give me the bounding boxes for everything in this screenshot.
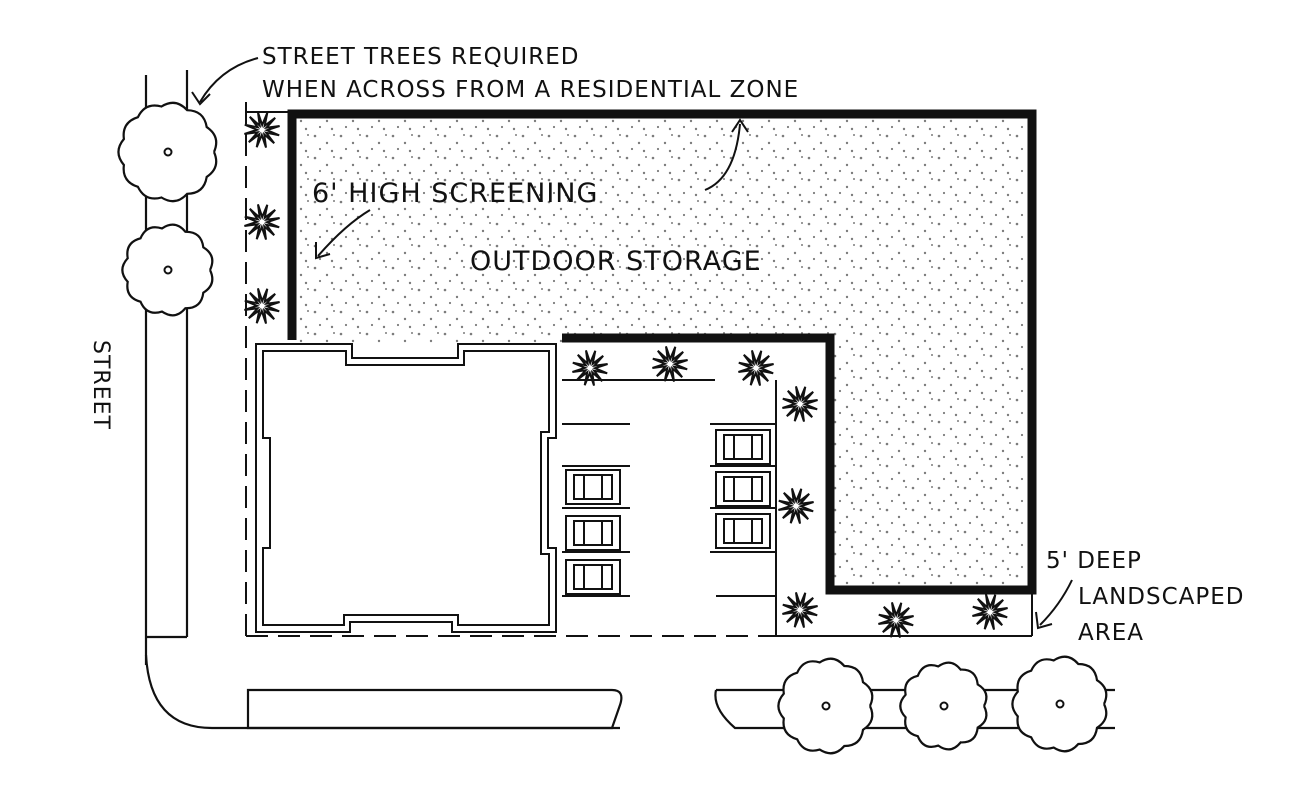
car-icon xyxy=(715,471,771,507)
tree-icon xyxy=(777,657,874,755)
label-landscaped-line3: AREA xyxy=(1078,620,1144,646)
tree-icon xyxy=(899,661,988,751)
tree-icon xyxy=(121,223,214,317)
label-outdoor-storage: OUTDOOR STORAGE xyxy=(470,246,762,277)
shrub-icon xyxy=(782,386,818,422)
label-street: STREET xyxy=(88,340,113,430)
label-street-trees-line1: STREET TREES REQUIRED xyxy=(262,44,580,70)
shrub-icon xyxy=(244,204,280,240)
property-line xyxy=(245,102,776,637)
outdoor-storage-area xyxy=(296,118,1030,590)
leader-arrows xyxy=(191,57,1073,630)
shrub-icon xyxy=(878,602,914,638)
shrub-icon xyxy=(738,350,774,386)
car-icon xyxy=(715,429,771,465)
shrub-icon xyxy=(572,350,608,386)
parked-cars xyxy=(565,429,771,595)
car-icon xyxy=(565,515,621,551)
shrub-icon xyxy=(782,592,818,628)
label-landscaped-line2: LANDSCAPED xyxy=(1078,584,1245,610)
shrub-icon xyxy=(244,112,280,148)
shrubs xyxy=(244,112,1008,638)
tree-icon xyxy=(1011,655,1108,753)
shrub-icon xyxy=(778,488,814,524)
parking-stalls xyxy=(562,423,776,597)
building xyxy=(255,343,557,633)
label-screening: 6' HIGH SCREENING xyxy=(312,178,598,209)
tree-icon xyxy=(117,101,218,203)
car-icon xyxy=(715,513,771,549)
shrub-icon xyxy=(652,346,688,382)
shrub-icon xyxy=(244,288,280,324)
shrub-icon xyxy=(972,594,1008,630)
label-landscaped-line1: 5' DEEP xyxy=(1046,548,1142,574)
curb-strip-left xyxy=(246,688,623,730)
label-street-trees-line2: WHEN ACROSS FROM A RESIDENTIAL ZONE xyxy=(262,77,799,103)
car-icon xyxy=(565,469,621,505)
car-icon xyxy=(565,559,621,595)
street-trees xyxy=(117,101,1108,755)
